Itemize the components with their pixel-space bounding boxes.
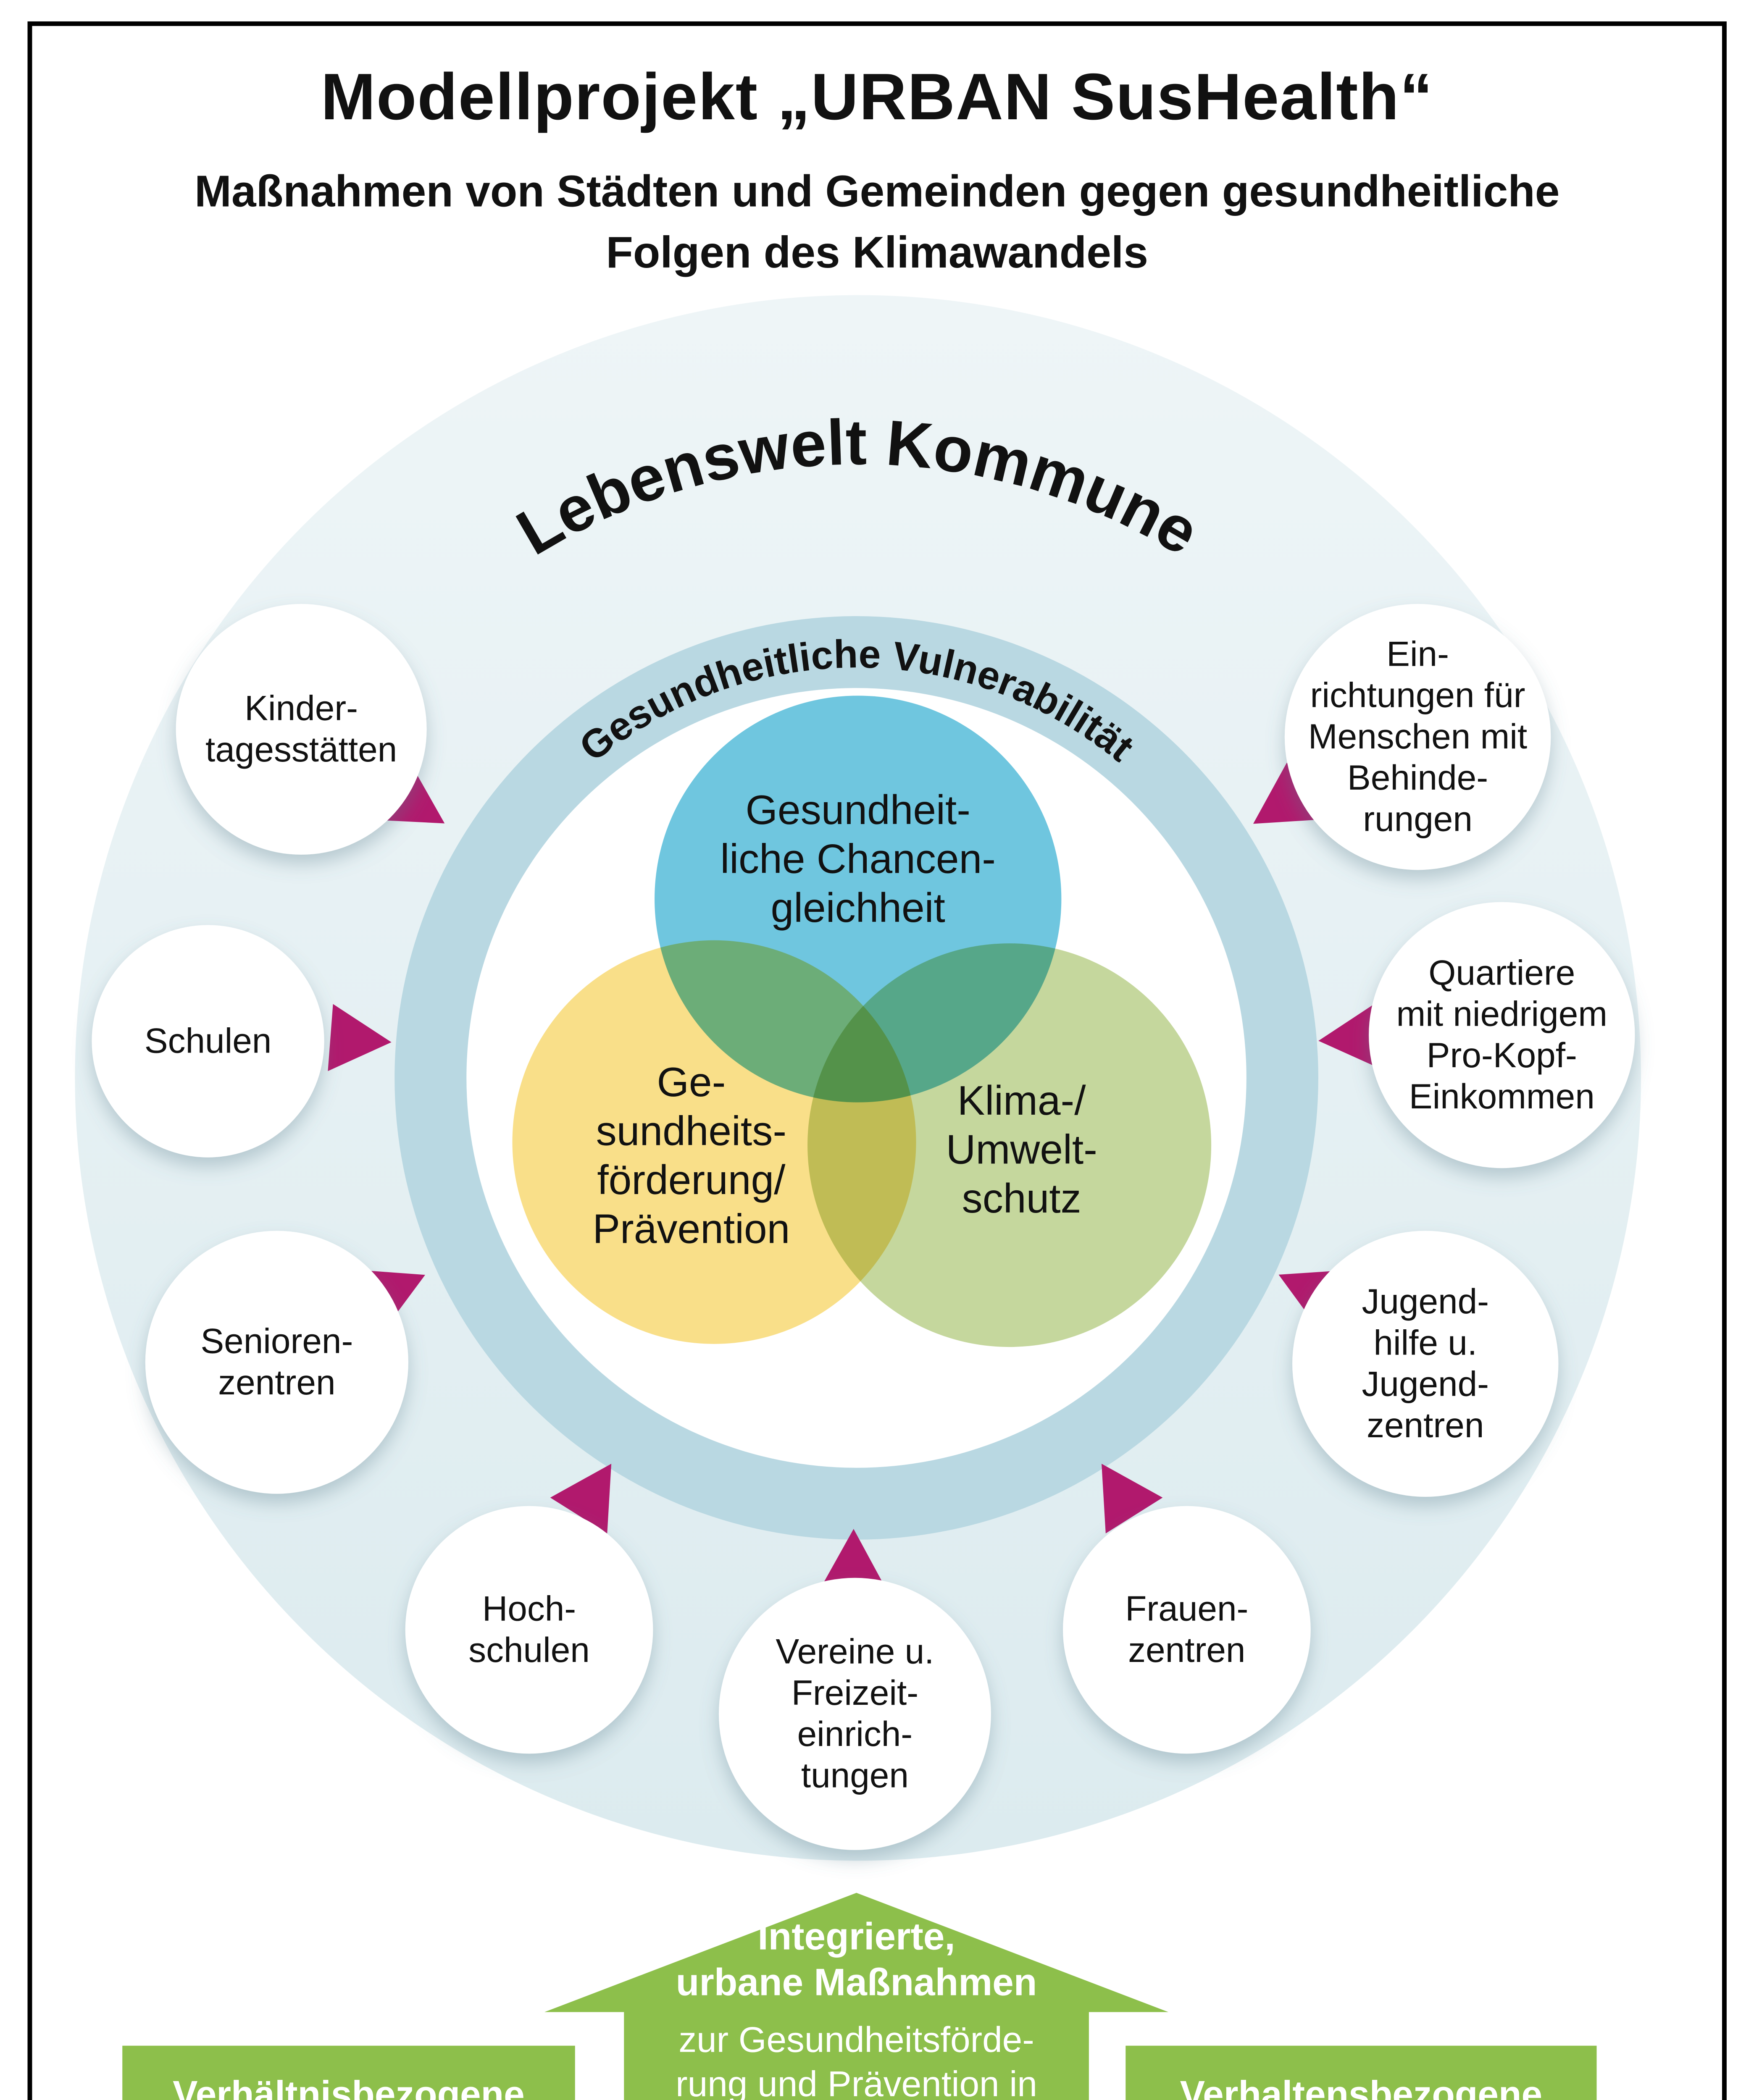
satellite-circles xyxy=(92,604,1635,1850)
satellite-label-hochschulen: Hoch- schulen xyxy=(468,1588,590,1670)
satellite-circle xyxy=(145,1231,408,1494)
integrated-measures-title: Integrierte, urbane Maßnahmen xyxy=(676,1916,1037,2005)
venn-label-klima-umweltschutz: Klima-/ Umwelt- schutz xyxy=(946,1078,1097,1222)
satellite-label-frauenzentren: Frauen- zentren xyxy=(1125,1588,1249,1670)
inward-arrow-icon xyxy=(328,1004,392,1071)
satellite-circle xyxy=(1292,1231,1559,1497)
venn-label-gesundheitsfoerderung: Ge- sundheits- förderung/ Prävention xyxy=(592,1059,790,1252)
satellite-circle xyxy=(405,1506,653,1754)
satellite-circle xyxy=(1369,902,1635,1168)
satellite-circle xyxy=(92,925,324,1158)
inward-arrow-icon xyxy=(1253,762,1323,824)
integrated-measures-body: zur Gesundheitsförde- rung und Präventio… xyxy=(676,2019,1037,2100)
right-box-title: Verhaltensbezogene Maßnahmen xyxy=(1180,2074,1543,2100)
left-box-title: Verhältnisbezogene Maßnahmen xyxy=(173,2074,525,2100)
inward-arrow-icon xyxy=(550,1464,612,1534)
venn-diagram xyxy=(512,696,1212,1347)
satellite-label-seniorenzentren: Senioren- zentren xyxy=(200,1321,353,1402)
integrated-measures-arrow-shape xyxy=(544,1893,1169,2100)
satellite-label-vereine-freizeiteinrichtungen: Vereine u. Freizeit- einrich- tungen xyxy=(776,1631,934,1795)
verhaeltnisbezogene-massnahmen-box: Verhältnisbezogene Maßnahmen auf die Leb… xyxy=(122,2045,575,2100)
satellite-label-schulen: Schulen xyxy=(144,1020,272,1060)
venn-label-chancengleichheit: Gesundheit- liche Chancen- gleichheit xyxy=(720,787,996,931)
satellite-circle xyxy=(1284,604,1551,870)
inward-arrow-icon xyxy=(1102,1464,1163,1534)
inward-arrow-icon xyxy=(819,1529,887,1591)
satellite-circle xyxy=(1063,1506,1311,1754)
venn-circle-gesundheitsfoerderung xyxy=(512,940,916,1344)
satellite-circle xyxy=(718,1578,991,1850)
satellite-circle xyxy=(176,604,427,855)
satellite-label-quartiere-niedriges-einkommen: Quartiere mit niedrigem Pro-Kopf- Einkom… xyxy=(1396,952,1608,1116)
verhaltensbezogene-massnahmen-box: Verhaltensbezogene Maßnahmen auf spezifi… xyxy=(1126,2045,1597,2100)
satellite-label-kindertagesstaetten: Kinder- tagesstätten xyxy=(205,688,397,769)
satellite-label-einrichtungen-menschen-mit-behinderungen: Ein- richtungen für Menschen mit Behinde… xyxy=(1308,633,1528,839)
venn-circle-klima-umweltschutz xyxy=(807,943,1212,1347)
inward-arrow-icon xyxy=(1318,1002,1382,1070)
page-subtitle: Maßnahmen von Städten und Gemeinden gege… xyxy=(194,168,1560,278)
page-title: Modellprojekt „URBAN SusHealth“ xyxy=(321,61,1433,135)
satellite-label-jugendhilfe-jugendzentren: Jugend- hilfe u. Jugend- zentren xyxy=(1362,1281,1489,1445)
